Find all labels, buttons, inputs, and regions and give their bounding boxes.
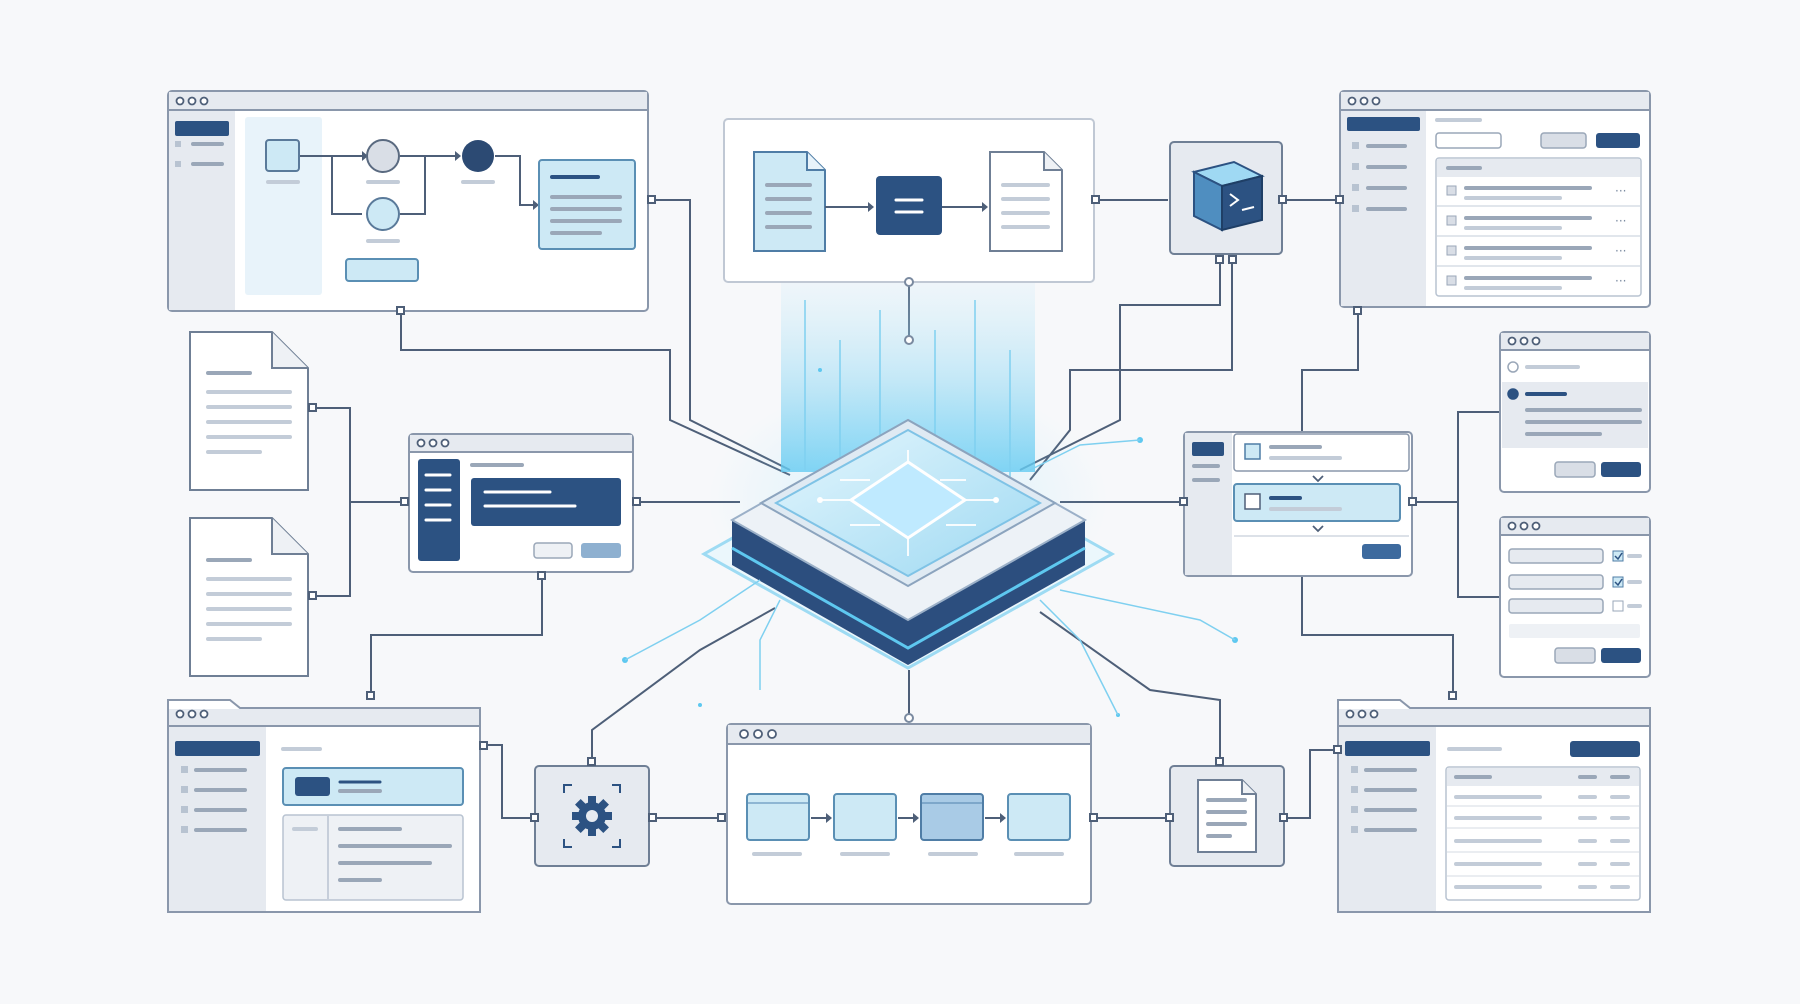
text-field[interactable] [1508,598,1604,614]
flow-output-card[interactable] [538,159,636,250]
terminal-icon [1229,193,1240,207]
tabbed-browser-window[interactable] [167,691,488,913]
submit-button[interactable] [581,543,621,558]
search-input[interactable] [1435,132,1502,149]
document-bottom-left [189,517,317,677]
text-area[interactable] [1509,624,1640,638]
form-window[interactable] [400,433,641,580]
table-row[interactable]: ··· [1446,184,1626,200]
sidebar-item-active[interactable] [1345,741,1430,756]
pipeline-step[interactable] [833,793,897,841]
radio-option[interactable] [1507,361,1519,373]
ok-button[interactable] [1601,462,1641,477]
sidebar-item-active[interactable] [1347,117,1420,131]
data-table [1445,766,1641,901]
primary-button[interactable] [1596,133,1640,148]
list-table-window[interactable]: ··· ··· ··· ··· [1335,90,1651,315]
converter-block [876,176,942,235]
sidebar-item-active[interactable] [175,121,229,136]
cancel-button[interactable] [533,542,573,559]
settings-node[interactable] [530,757,657,867]
document-node[interactable] [1165,757,1288,867]
sidebar-item-active[interactable] [1192,442,1224,456]
card-item[interactable] [1233,433,1410,472]
gear-icon [572,796,612,836]
chevron-down-icon [1312,525,1324,533]
pipeline-window[interactable] [717,713,1098,905]
svg-text:···: ··· [1615,274,1626,288]
form-sidebar [418,459,460,561]
text-field[interactable] [1508,548,1604,564]
flow-action-button[interactable] [345,258,419,282]
stacked-cards-panel[interactable] [1179,431,1417,577]
svg-text:···: ··· [1615,184,1626,198]
checkbox-form-dialog[interactable] [1499,516,1651,678]
sidebar-item-active[interactable] [175,741,260,756]
svg-text:···: ··· [1615,214,1626,228]
document-pipeline-panel [723,118,1095,345]
pipeline-step-active[interactable] [920,793,984,841]
flow-node-decision[interactable] [366,139,400,173]
svg-text:···: ··· [1615,244,1626,258]
checkbox[interactable] [1612,600,1624,612]
signal-traces [624,439,1236,716]
table-row[interactable]: ··· [1446,244,1626,260]
pipeline-step[interactable] [746,793,810,841]
confirm-button[interactable] [1362,544,1401,559]
form-input-active[interactable] [471,478,621,526]
chip-icon [848,460,968,540]
pipeline-step[interactable] [1007,793,1071,841]
table-row[interactable]: ··· [1446,274,1626,290]
flowchart-window[interactable] [167,90,656,315]
flow-node-start[interactable] [265,139,300,172]
document-icon [189,517,309,677]
checkbox-checked[interactable] [1612,576,1624,588]
text-field[interactable] [1508,574,1604,590]
flow-node-branch[interactable] [366,197,400,231]
document-top-left [189,331,317,491]
save-button[interactable] [1601,648,1641,663]
terminal-node[interactable] [1091,141,1287,264]
flow-node-end[interactable] [462,140,494,172]
card-item-selected[interactable] [1233,483,1401,522]
filter-button[interactable] [1540,132,1587,149]
radio-option-selected[interactable] [1507,388,1519,400]
radio-dialog[interactable] [1499,331,1651,493]
central-processor-node [622,282,1238,717]
chevron-down-icon [1312,475,1324,483]
cancel-button[interactable] [1554,647,1596,664]
checkbox-checked[interactable] [1612,550,1624,562]
data-table-window[interactable] [1333,691,1651,913]
table-row[interactable]: ··· [1446,214,1626,230]
primary-button[interactable] [1570,741,1640,757]
cancel-button[interactable] [1554,461,1596,478]
